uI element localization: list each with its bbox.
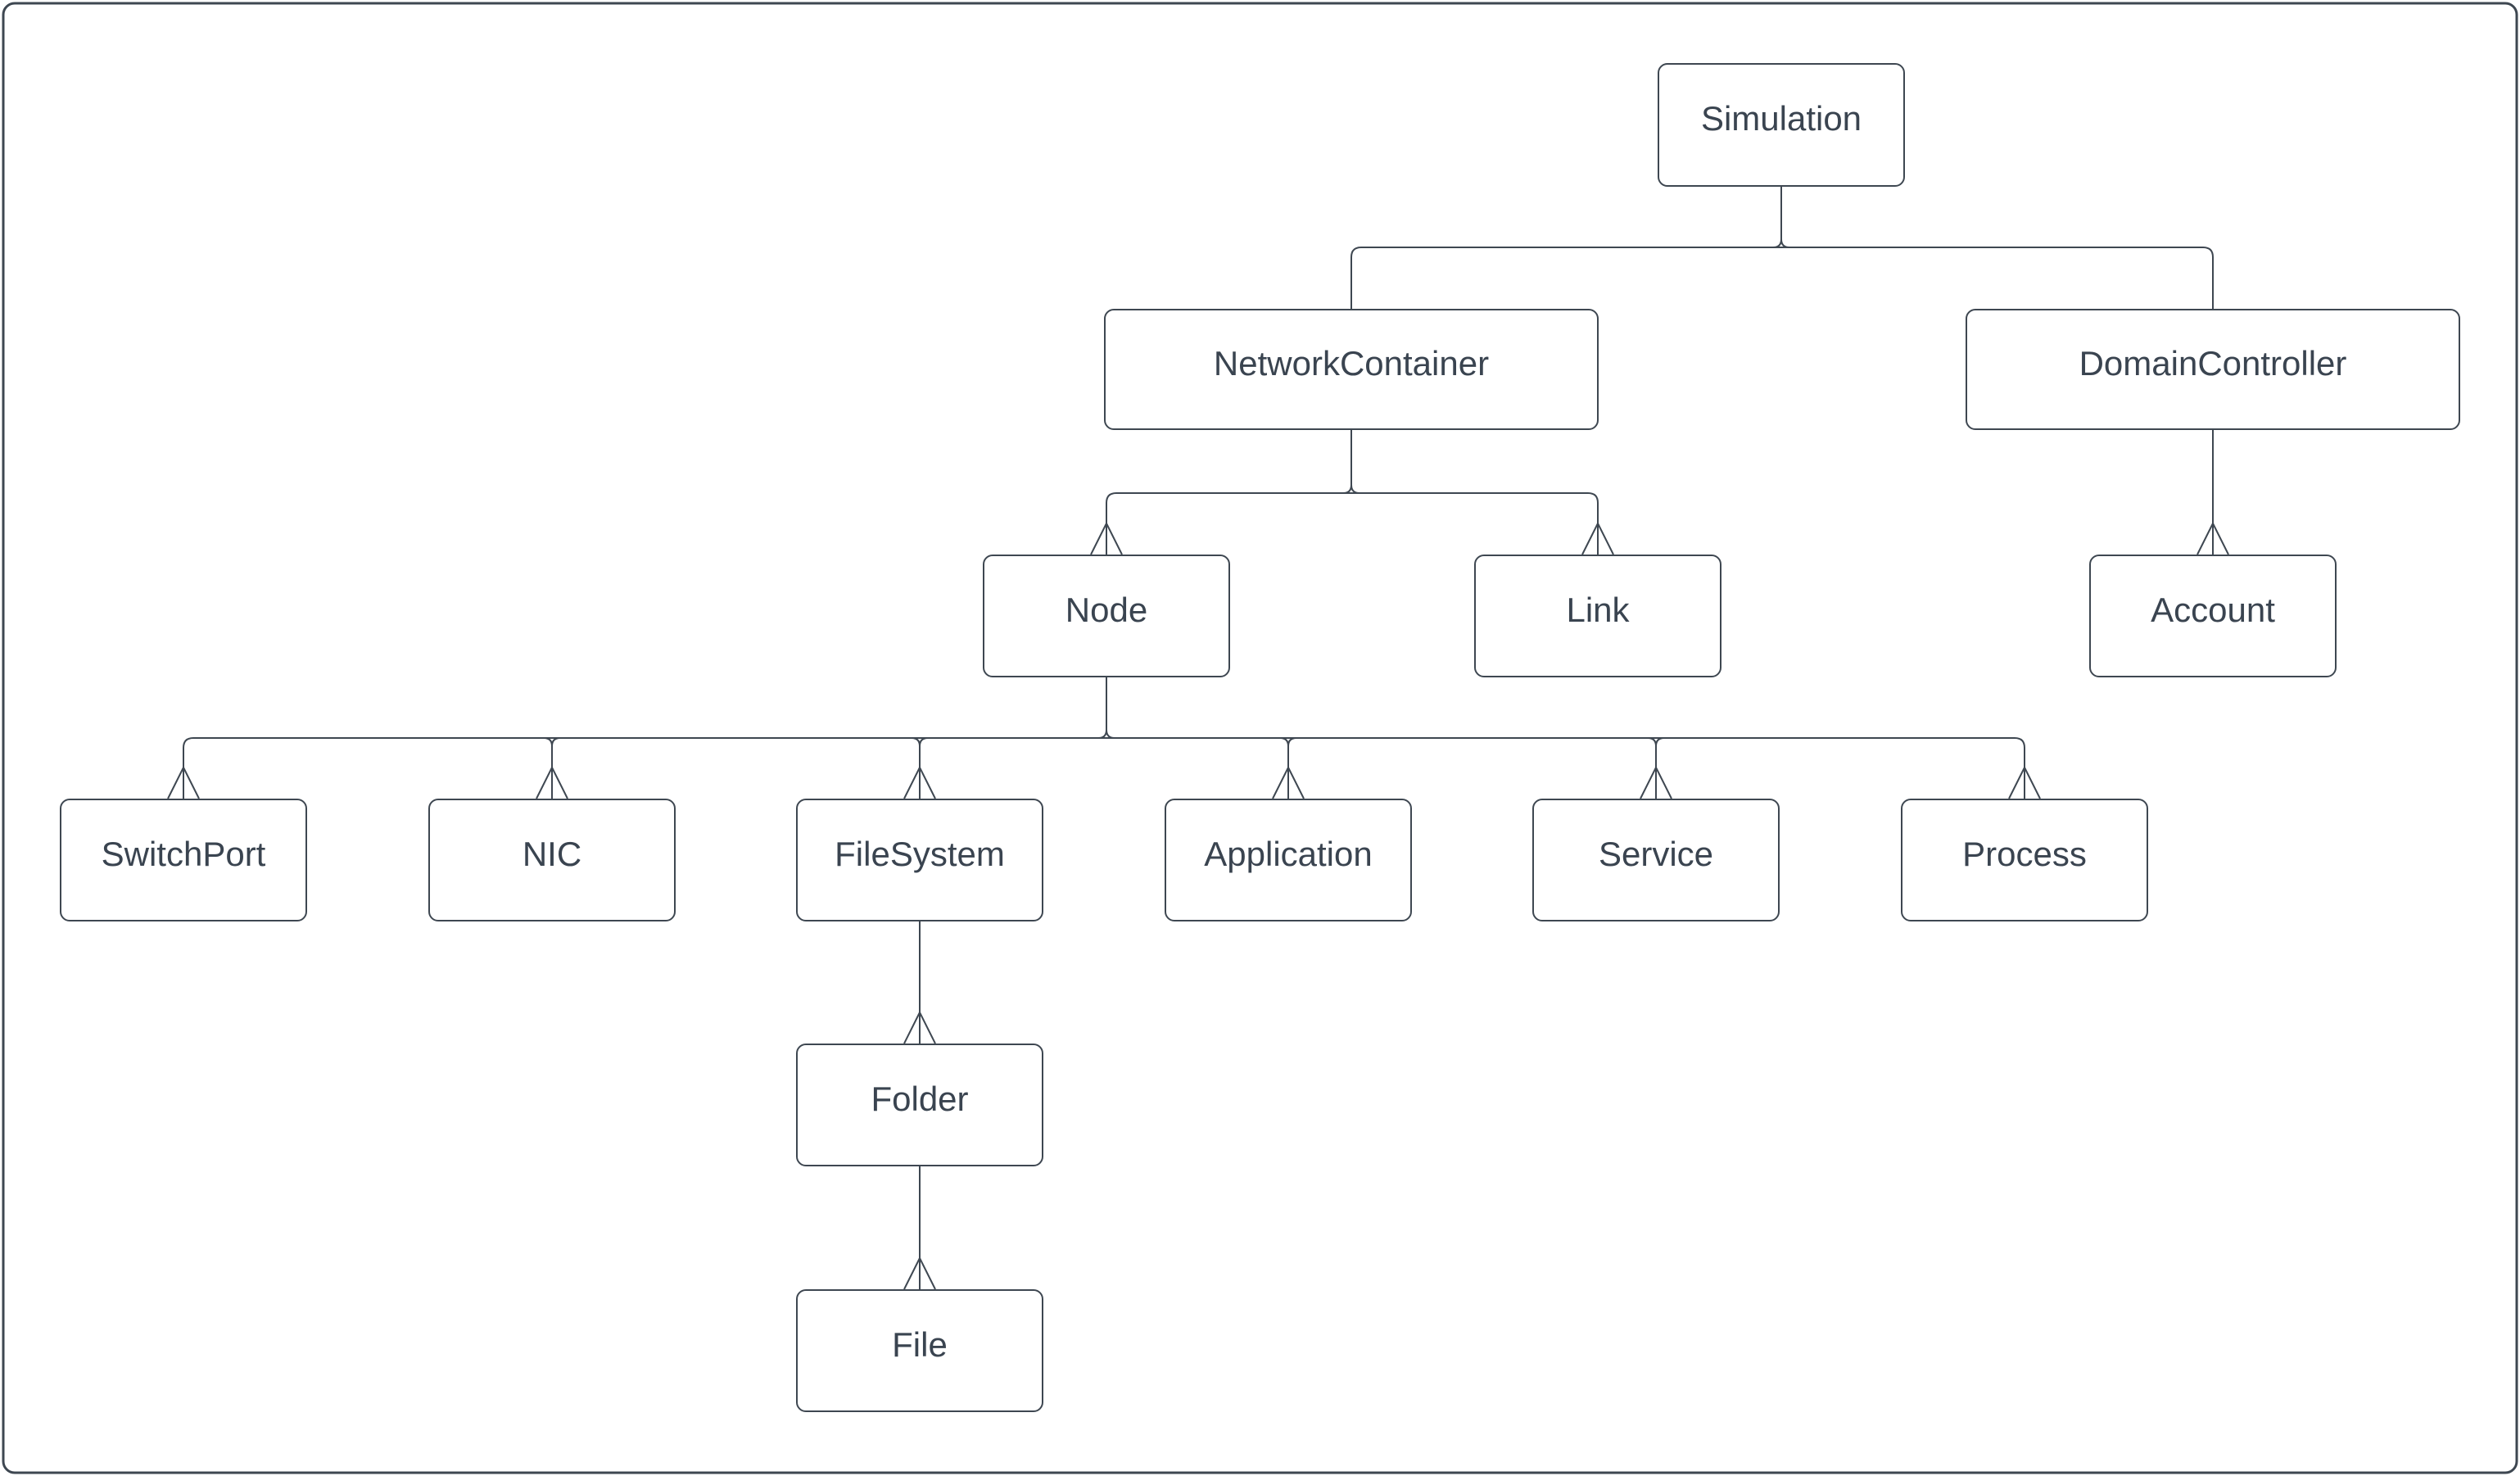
node-process[interactable]: Process [1901, 799, 2148, 921]
node-label: FileSystem [835, 834, 1005, 873]
edge-node-filesystem-stub [911, 737, 929, 799]
node-label: Account [2151, 590, 2275, 629]
node-label: Node [1065, 590, 1148, 629]
node-file[interactable]: File [796, 1289, 1043, 1412]
node-label: File [892, 1324, 948, 1364]
inheritance-arrowhead [167, 765, 200, 799]
node-label: SwitchPort [101, 834, 266, 873]
node-service[interactable]: Service [1532, 799, 1780, 921]
node-label: Folder [871, 1079, 969, 1118]
node-file-system[interactable]: FileSystem [796, 799, 1043, 921]
inheritance-arrowhead [903, 1010, 936, 1044]
edge-networkcontainer-bus [1106, 492, 1599, 555]
node-label: Service [1598, 834, 1714, 873]
edge-simulation-stub [1772, 186, 1790, 248]
edge-networkcontainer-stub [1342, 430, 1360, 494]
edge-node-stub [1097, 677, 1115, 739]
node-label: Application [1204, 834, 1373, 873]
node-label: Link [1566, 590, 1630, 629]
node-switch-port[interactable]: SwitchPort [60, 799, 307, 921]
node-nic[interactable]: NIC [428, 799, 676, 921]
node-simulation[interactable]: Simulation [1658, 63, 1905, 187]
inheritance-arrowhead [1272, 765, 1305, 799]
node-label: NetworkContainer [1213, 343, 1490, 383]
edge-node-service-stub [1647, 737, 1665, 799]
node-label: Process [1962, 834, 2087, 873]
inheritance-arrowhead [903, 765, 936, 799]
inheritance-arrowhead [2008, 765, 2041, 799]
node-account[interactable]: Account [2089, 555, 2337, 677]
edge-simulation-bus [1350, 247, 2214, 309]
inheritance-arrowhead [536, 765, 568, 799]
node-label: DomainController [2079, 343, 2347, 383]
inheritance-arrowhead [2197, 521, 2229, 555]
inheritance-arrowhead [1640, 765, 1672, 799]
node-network-container[interactable]: NetworkContainer [1104, 309, 1599, 430]
node-label: Simulation [1700, 99, 1862, 138]
inheritance-arrowhead [1090, 521, 1123, 555]
node-domain-controller[interactable]: DomainController [1966, 309, 2460, 430]
inheritance-arrowhead [1581, 521, 1614, 555]
inheritance-arrowhead [903, 1256, 936, 1290]
node-node[interactable]: Node [983, 555, 1230, 677]
edge-node-application-stub [1279, 737, 1297, 799]
node-label: NIC [522, 834, 582, 873]
edge-node-nic-stub [543, 737, 561, 799]
edge-node-bus [183, 737, 2025, 799]
node-application[interactable]: Application [1165, 799, 1412, 921]
node-link[interactable]: Link [1474, 555, 1721, 677]
node-folder[interactable]: Folder [796, 1044, 1043, 1166]
